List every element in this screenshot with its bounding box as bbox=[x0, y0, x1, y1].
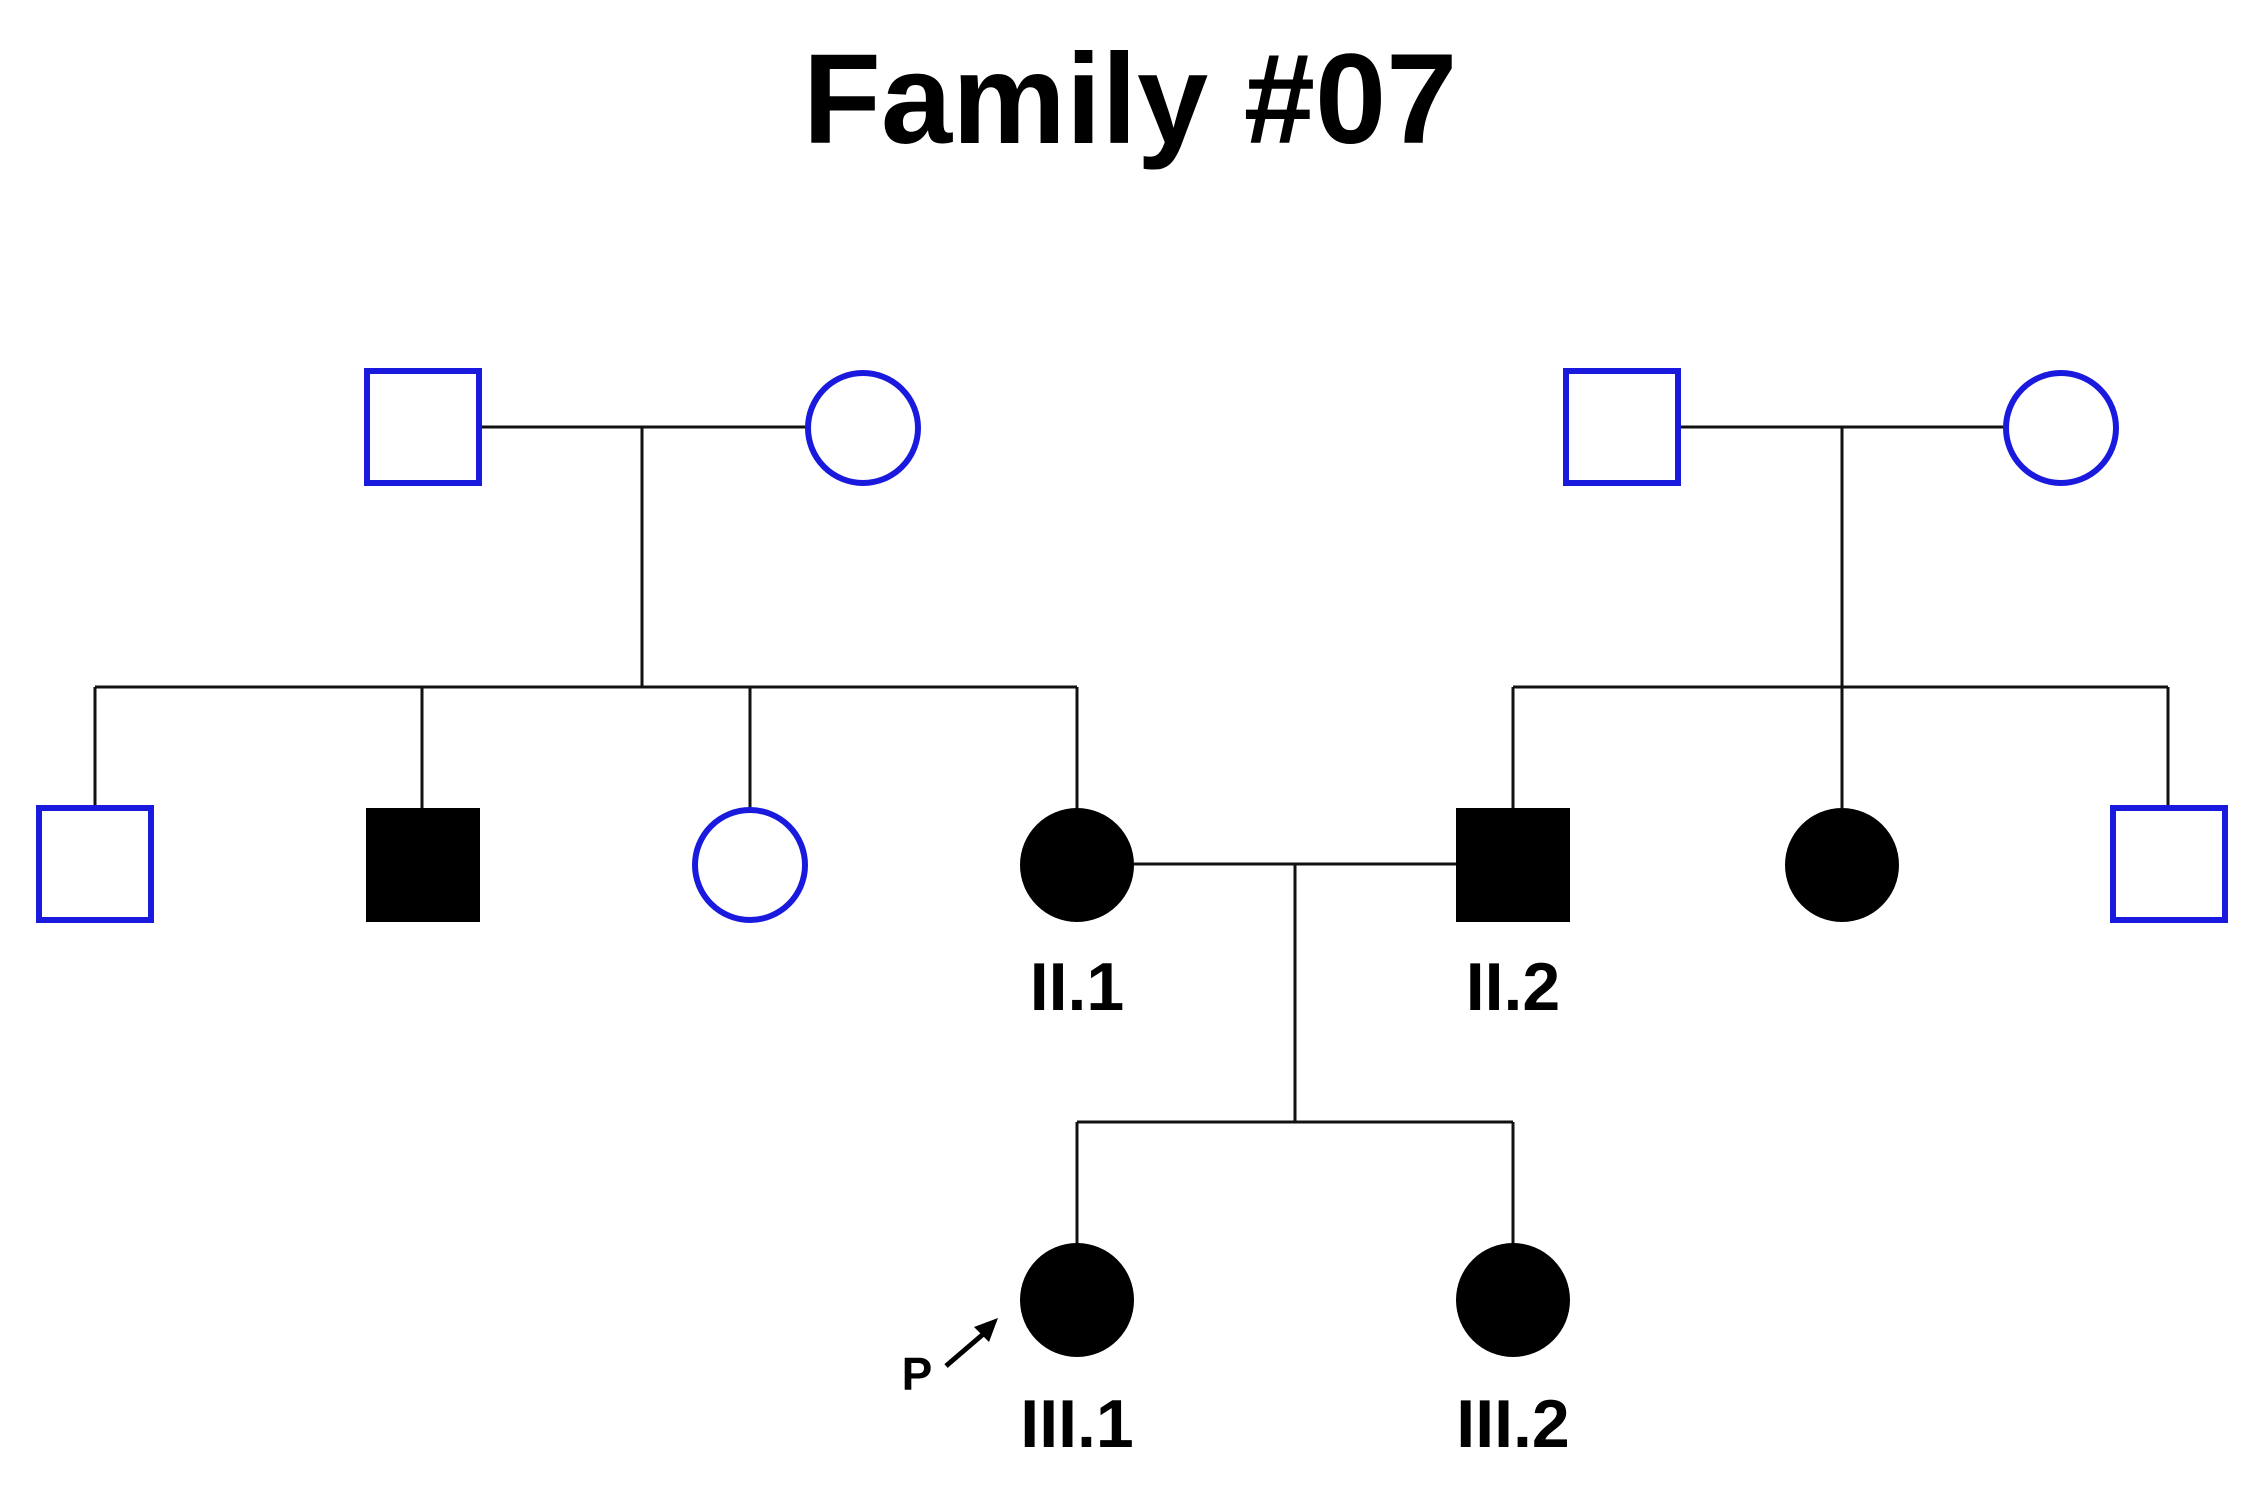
affected-female-symbol-iii2 bbox=[1456, 1243, 1570, 1357]
unaffected-male-symbol bbox=[2110, 805, 2228, 923]
label-ii2: II.2 bbox=[1466, 949, 1561, 1025]
affected-female-symbol-iii1 bbox=[1020, 1243, 1134, 1357]
affected-male-symbol-ii2 bbox=[1456, 808, 1570, 922]
affected-male-symbol bbox=[366, 808, 480, 922]
label-ii1: II.1 bbox=[1030, 949, 1125, 1025]
affected-female-symbol-ii1 bbox=[1020, 808, 1134, 922]
unaffected-female-symbol bbox=[692, 807, 808, 923]
relationship-lines bbox=[93, 425, 2170, 1244]
label-iii2: III.2 bbox=[1456, 1386, 1569, 1462]
proband-arrow-icon bbox=[944, 1318, 998, 1368]
unaffected-female-symbol bbox=[805, 370, 921, 486]
affected-female-symbol bbox=[1785, 808, 1899, 922]
unaffected-male-symbol bbox=[1563, 368, 1681, 486]
label-iii1: III.1 bbox=[1020, 1386, 1133, 1462]
unaffected-male-symbol bbox=[364, 368, 482, 486]
diagram-title: Family #07 bbox=[803, 28, 1458, 171]
unaffected-female-symbol bbox=[2003, 370, 2119, 486]
unaffected-male-symbol bbox=[36, 805, 154, 923]
proband-marker-label: P bbox=[902, 1348, 933, 1400]
